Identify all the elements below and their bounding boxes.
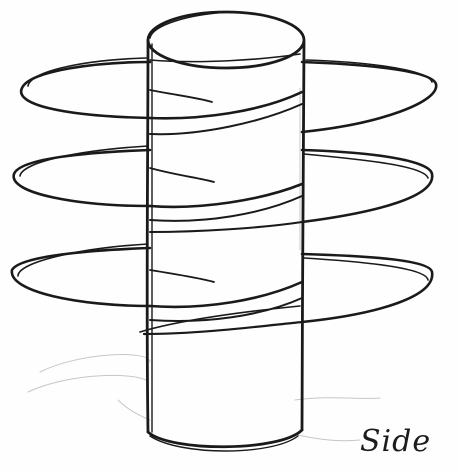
disc-top [21, 58, 436, 134]
disc-middle [14, 146, 433, 232]
disc-bottom [12, 244, 432, 334]
sketch-caption: Side [360, 424, 431, 459]
construction-lines [28, 88, 380, 441]
